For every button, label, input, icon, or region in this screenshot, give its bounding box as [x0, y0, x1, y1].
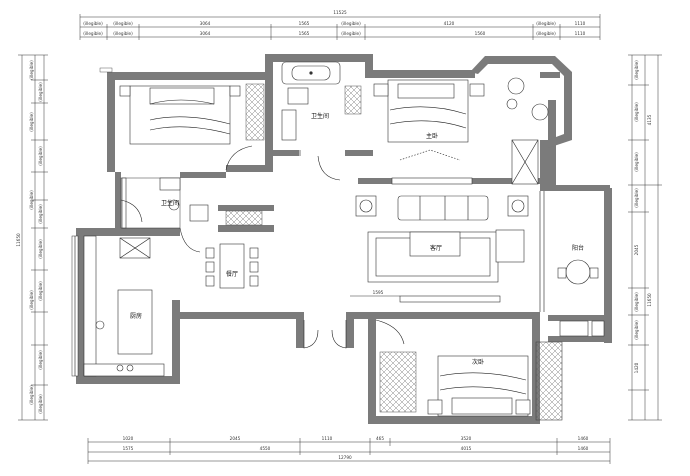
top-dim: 1110	[575, 31, 586, 36]
right-dim: (illegible)	[634, 60, 639, 80]
bottom-dim: 465	[376, 436, 384, 441]
doors	[120, 155, 405, 349]
room-label-bath-top: 卫生间	[311, 112, 329, 120]
top-dim: (illegible)	[113, 31, 133, 36]
bottom-dim: 3520	[461, 436, 472, 441]
right-dim: (illegible)	[634, 320, 639, 340]
right-dim: 2045	[634, 244, 639, 255]
living-room: 客厅 1595	[350, 195, 529, 303]
guest-bedroom-furniture	[119, 83, 265, 171]
top-bathroom: 卫生间	[281, 61, 362, 156]
top-dim: (illegible)	[341, 31, 361, 36]
balcony-window	[535, 191, 563, 421]
top-dimension-lines	[79, 14, 601, 40]
bottom-dim: 4015	[461, 446, 472, 451]
top-dim: (illegible)	[83, 21, 103, 26]
bottom-total-dim: 12790	[338, 455, 352, 460]
kitchen: 厨房	[83, 235, 165, 377]
bottom-dim: 1460	[578, 446, 589, 451]
bottom-dim: 1020	[123, 436, 134, 441]
top-dim: (illegible)	[341, 21, 361, 26]
top-dim: 1565	[299, 21, 310, 26]
bottom-dimension-lines	[87, 438, 611, 464]
left-dim: (illegible)	[29, 112, 34, 132]
right-dim: (illegible)	[634, 188, 639, 208]
left-dim: (illegible)	[38, 350, 43, 370]
room-label-master-bedroom: 主卧	[426, 132, 438, 140]
top-dim: 1110	[575, 21, 586, 26]
top-dim: (illegible)	[113, 21, 133, 26]
kitchen-window	[71, 67, 113, 377]
right-dim: 4135	[647, 114, 652, 125]
bottom-dim: 1575	[123, 446, 134, 451]
right-dim: (illegible)	[634, 152, 639, 172]
room-label-bedroom: 次卧	[472, 358, 484, 366]
left-dim: (illegible)	[38, 146, 43, 166]
right-dimension-lines: (illegible) (illegible) (illegible) (ill…	[628, 54, 662, 421]
top-dim: (illegible)	[536, 21, 556, 26]
left-dim: (illegible)	[38, 82, 43, 102]
balcony: 阳台	[557, 244, 605, 337]
left-dim: (illegible)	[29, 190, 34, 210]
top-dim: 4120	[444, 21, 455, 26]
left-dim: (illegible)	[29, 290, 34, 310]
bottom-dim: 1110	[322, 436, 333, 441]
right-dim: 1420	[634, 362, 639, 373]
top-dim: 1565	[299, 31, 310, 36]
bottom-dim: 4550	[260, 446, 271, 451]
bottom-dimension-labels: 1020 2045 1110 465 3520 1460 1575 4550 4…	[123, 436, 589, 460]
inner-dim: 1595	[373, 290, 384, 295]
room-label-bath-small: 卫生间	[161, 199, 179, 207]
dining-area: 餐厅	[205, 243, 259, 289]
small-bathroom: 卫生间	[120, 177, 263, 229]
right-dim: (illegible)	[634, 102, 639, 122]
top-dim: (illegible)	[83, 31, 103, 36]
left-dim: (illegible)	[38, 394, 43, 414]
left-dim: (illegible)	[38, 204, 43, 224]
bay-lounge-set	[506, 77, 549, 121]
top-dim: 1560	[475, 31, 486, 36]
left-dim: (illegible)	[29, 385, 34, 405]
second-bedroom: 次卧	[379, 351, 531, 417]
right-dim: (illegible)	[634, 292, 639, 312]
left-dim: (illegible)	[38, 281, 43, 301]
left-total-dim: 11650	[16, 233, 21, 247]
room-label-dining: 餐厅	[226, 270, 238, 278]
left-dim: (illegible)	[38, 239, 43, 259]
room-label-balcony: 阳台	[572, 244, 584, 252]
right-total-dim: 11650	[647, 293, 652, 307]
room-label-living: 客厅	[430, 244, 442, 252]
bottom-dim: 1460	[578, 436, 589, 441]
left-dim: (illegible)	[29, 60, 34, 80]
top-dimension-labels: 11525 (illegible) (illegible) 3064 1565 …	[83, 10, 585, 36]
left-dimension-lines: 11650 (illegible) (illegible) (illegible…	[16, 54, 48, 421]
room-label-kitchen: 厨房	[130, 312, 142, 320]
master-bedroom: 主卧	[373, 77, 549, 185]
top-total-dim: 11525	[333, 10, 347, 15]
top-dim: (illegible)	[536, 31, 556, 36]
bottom-dim: 2045	[230, 436, 241, 441]
top-dim: 3064	[200, 21, 211, 26]
top-dim: 3064	[200, 31, 211, 36]
